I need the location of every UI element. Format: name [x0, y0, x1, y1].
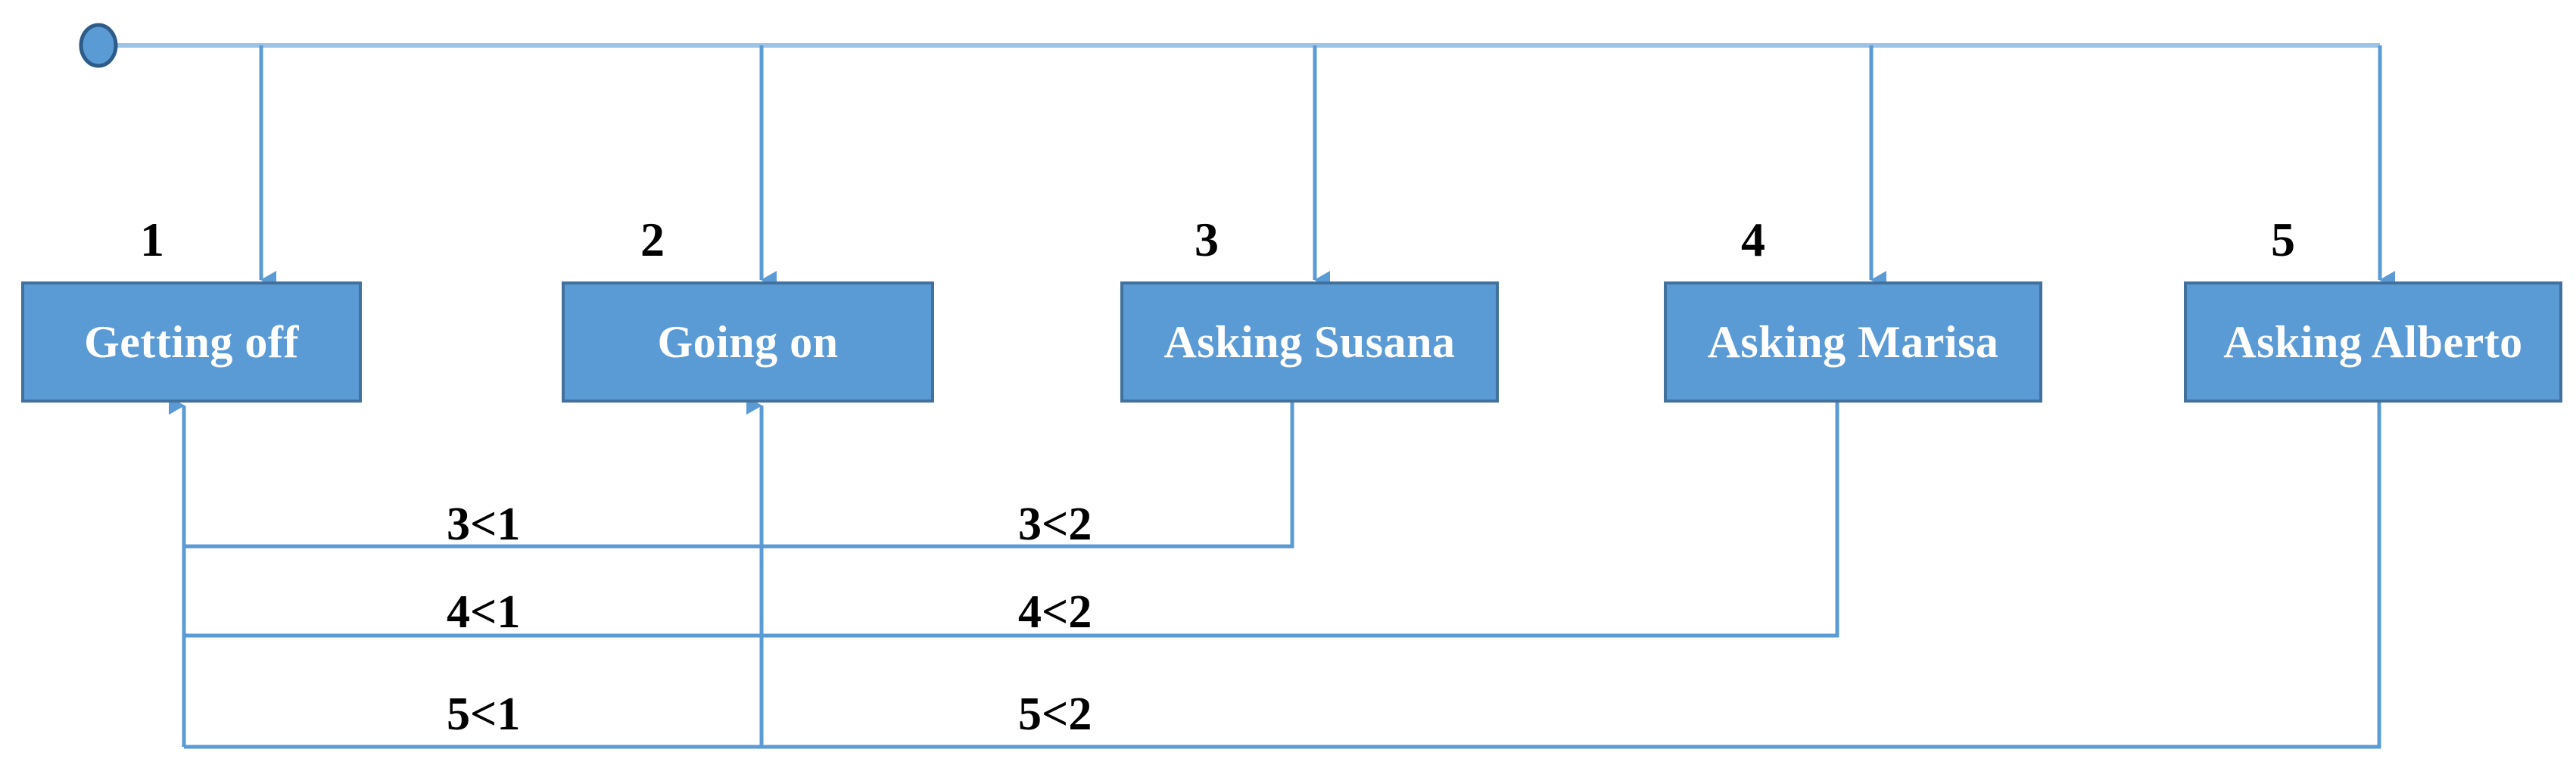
transition-label-5-lt-1: 5<1 [447, 689, 521, 740]
state-box-asking-susana[interactable]: Asking Susana [1120, 281, 1499, 403]
state-number-3: 3 [1195, 213, 1219, 266]
state-box-label: Asking Marisa [1707, 317, 1999, 367]
state-box-going-on[interactable]: Going on [562, 281, 934, 403]
transition-label-3-lt-2: 3<2 [1018, 499, 1092, 550]
transition-label-4-lt-2: 4<2 [1018, 586, 1092, 638]
state-number-4: 4 [1741, 213, 1765, 266]
return-edge-4-to-1 [184, 403, 1839, 638]
transition-label-3-lt-1: 3<1 [447, 499, 521, 550]
transition-label-4-lt-1: 4<1 [447, 586, 521, 638]
state-box-asking-marisa[interactable]: Asking Marisa [1664, 281, 2042, 403]
start-node-circle[interactable] [79, 23, 118, 68]
transition-label-5-lt-2: 5<2 [1018, 689, 1092, 740]
state-box-label: Asking Alberto [2223, 317, 2523, 367]
return-edge-3-to-1 [169, 396, 1294, 549]
state-number-1: 1 [140, 213, 164, 266]
state-box-getting-off[interactable]: Getting off [21, 281, 362, 403]
state-number-5: 5 [2271, 213, 2295, 266]
state-box-label: Going on [657, 317, 839, 367]
state-box-label: Asking Susana [1163, 317, 1456, 367]
state-number-2: 2 [640, 213, 665, 266]
state-box-label: Getting off [84, 317, 299, 367]
state-box-asking-alberto[interactable]: Asking Alberto [2184, 281, 2562, 403]
